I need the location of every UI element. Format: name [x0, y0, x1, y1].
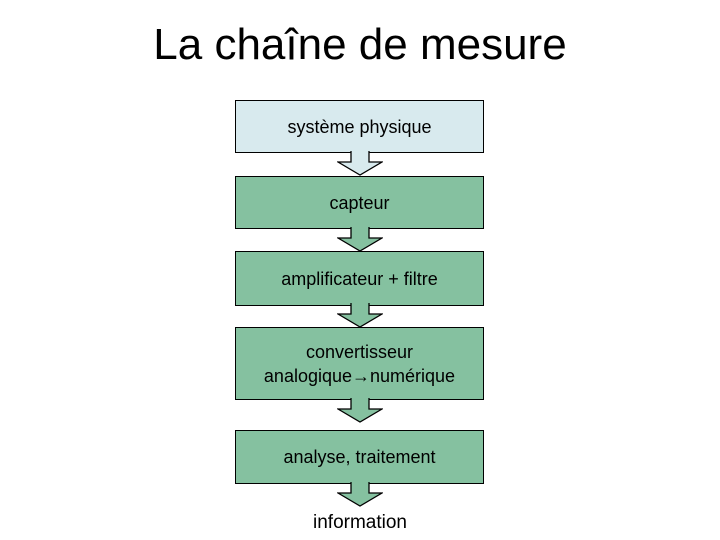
- flow-box-analyse-traitement: analyse, traitement: [235, 430, 484, 484]
- down-arrow-icon: [337, 227, 383, 252]
- flow-box-label: convertisseur analogique→numérique: [263, 341, 456, 386]
- flow-box-label: système physique: [287, 116, 432, 137]
- down-arrow-icon: [337, 398, 383, 423]
- down-arrow-icon: [337, 151, 383, 176]
- page-title: La chaîne de mesure: [153, 20, 567, 69]
- flow-box-label: analyse, traitement: [283, 447, 436, 467]
- flow-box-systeme-physique: système physique: [235, 100, 484, 153]
- flow-box-convertisseur-analogique-numerique: convertisseur analogique→numérique: [235, 327, 484, 400]
- flow-box-label: capteur: [329, 192, 390, 213]
- flow-box-label: amplificateur + filtre: [281, 268, 438, 289]
- down-arrow-icon: [337, 303, 383, 328]
- down-arrow-icon: [337, 482, 383, 507]
- flow-box-capteur: capteur: [235, 176, 484, 229]
- flow-box-amplificateur-filtre: amplificateur + filtre: [235, 251, 484, 306]
- flow-text-information: information: [313, 512, 407, 533]
